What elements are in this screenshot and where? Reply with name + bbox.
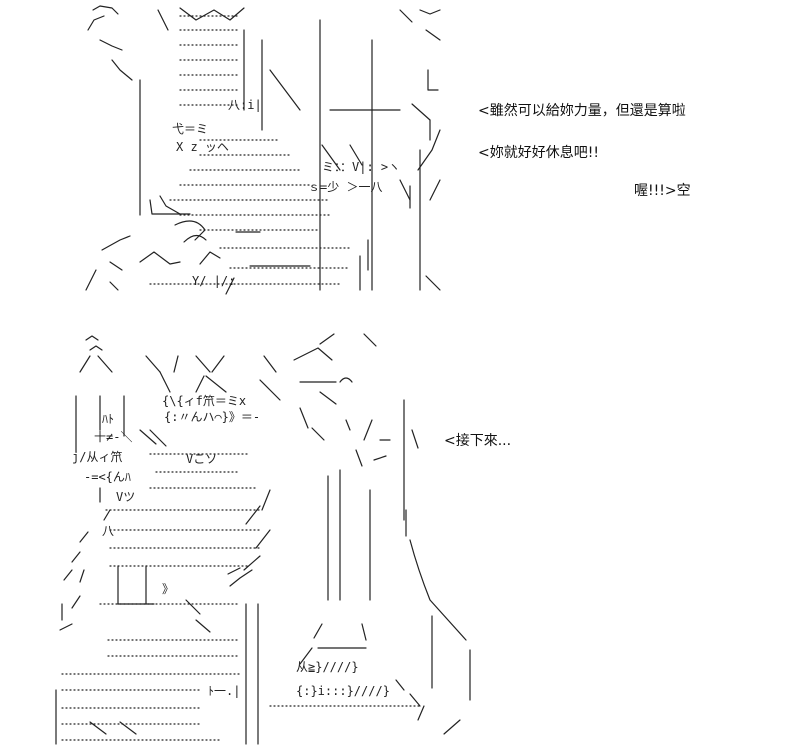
top-art-text-4: ミ：：V|: >ヽ [322, 160, 401, 174]
top-art-text-6: Y/ |/: [192, 274, 236, 288]
bottom-art-text-10: 》 [162, 582, 175, 596]
top-ascii-figure [85, 5, 441, 295]
dialogue-line-3: 喔!!!>空 [634, 183, 691, 199]
bottom-art-text-6: Vこソ [186, 452, 218, 466]
bottom-ascii-figure [55, 333, 471, 745]
bottom-art-text-13: ﾄ一.| [208, 684, 241, 698]
top-art-text-5: ｓ=少 ＞一八 [308, 180, 383, 194]
dialogue-line-4: <接下來... [444, 433, 512, 449]
bottom-art-text-11: 从≧}////} [296, 660, 359, 674]
bottom-art-text-9: 八 [102, 524, 115, 538]
bottom-art-text-1: {\{ィf笊＝ミx [162, 394, 247, 408]
bottom-art-text-7: -=<{んﾊ [84, 470, 131, 484]
top-art-text-2: 弋＝ミ [172, 122, 209, 136]
dialogue-line-2: <妳就好好休息吧!! [478, 145, 599, 161]
bottom-art-text-5: j/从ィ笊 [72, 450, 123, 464]
top-art-text-3: X z ッヘ [176, 140, 229, 154]
bottom-art-text-4: 十≠-＼ [94, 430, 133, 444]
bottom-art-text-12: {:}i:::}////} [296, 684, 390, 698]
dialogue-line-1: <雖然可以給妳力量，但還是算啦 [478, 103, 686, 119]
bottom-art-text-2: {:〃んハ⌒}》＝- [164, 410, 261, 424]
top-art-text-1: 八:i| [228, 98, 262, 112]
bottom-art-text-8: Vツ [116, 490, 136, 504]
bottom-art-text-3: ﾊﾄ [102, 412, 115, 426]
